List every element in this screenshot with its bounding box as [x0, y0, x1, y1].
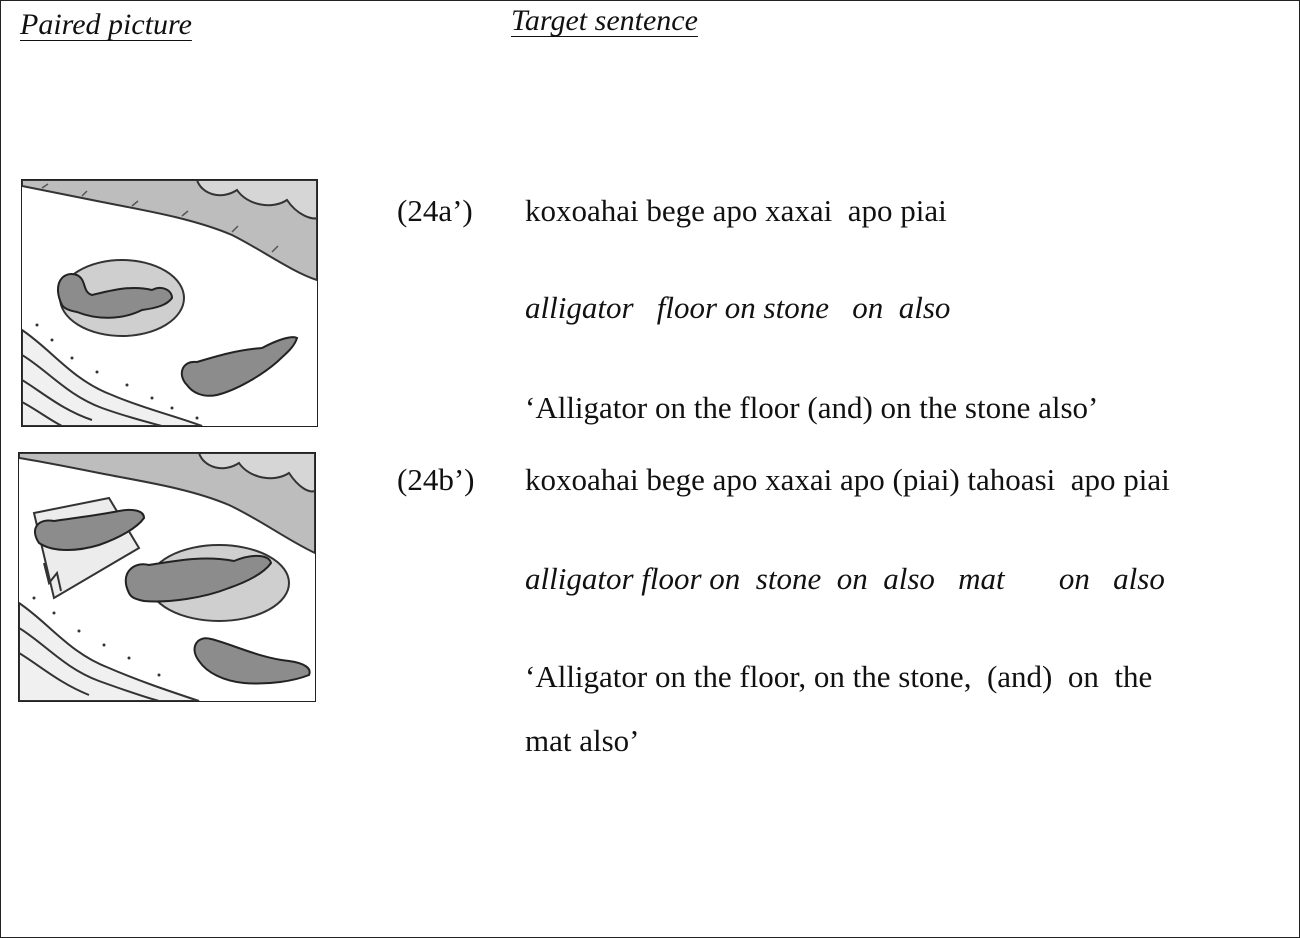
- example-24b-translation-line1: ‘Alligator on the floor, on the stone, (…: [525, 659, 1153, 694]
- tree: [197, 453, 315, 493]
- example-24a-translation: ‘Alligator on the floor (and) on the sto…: [525, 390, 1099, 425]
- alligator-on-stone: [57, 273, 174, 319]
- target-sentence-heading: Target sentence: [511, 4, 698, 37]
- grass-bank: [22, 180, 317, 282]
- river: [19, 601, 200, 701]
- alligator-on-floor: [180, 336, 299, 397]
- example-24b-gloss: alligator floor on stone on also mat on …: [525, 561, 1165, 596]
- picture-24b: [18, 452, 316, 702]
- example-24a-number: (24a’): [397, 193, 473, 228]
- example-24a-gloss: alligator floor on stone on also: [525, 290, 951, 325]
- alligator-on-mat: [34, 508, 146, 551]
- example-24a-source: koxoahai bege apo xaxai apo piai: [525, 193, 947, 228]
- tree: [195, 180, 317, 220]
- grass-bank: [19, 453, 315, 555]
- picture-24a: [21, 179, 318, 427]
- paired-picture-heading: Paired picture: [20, 8, 192, 41]
- river: [22, 328, 203, 426]
- alligator-on-stone: [124, 555, 273, 603]
- example-24b-number: (24b’): [397, 462, 475, 497]
- alligator-on-floor: [193, 637, 311, 685]
- example-24b-translation-line2: mat also’: [525, 723, 640, 758]
- example-24b-source: koxoahai bege apo xaxai apo (piai) tahoa…: [525, 462, 1170, 497]
